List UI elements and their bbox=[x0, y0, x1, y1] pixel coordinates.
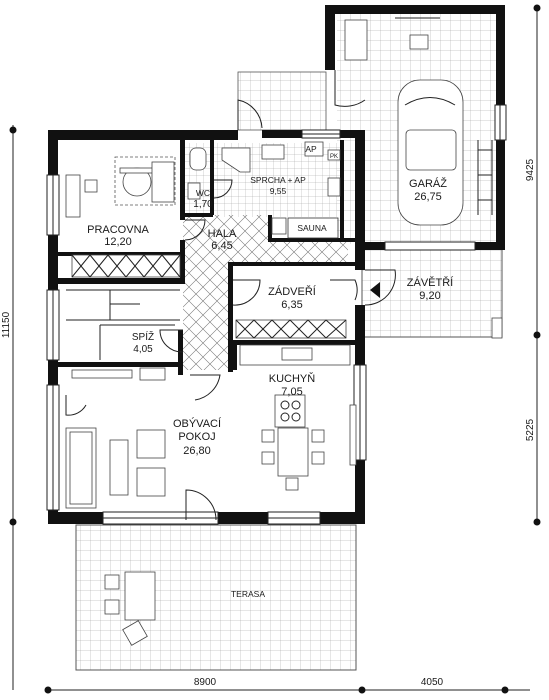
room-area-zavetri: 9,20 bbox=[419, 290, 440, 302]
dimension-right-lower: 5225 bbox=[525, 418, 536, 441]
room-area-wc: 1,70 bbox=[193, 199, 213, 210]
doors bbox=[65, 70, 396, 521]
porch-step bbox=[491, 317, 503, 339]
fixture-ap: AP bbox=[305, 144, 317, 154]
bathroom-fixtures bbox=[187, 141, 341, 239]
room-name-obyvaci-1: OBÝVACÍ bbox=[173, 417, 222, 430]
room-name-obyvaci-2: POKOJ bbox=[178, 431, 215, 443]
fixture-pk: PK bbox=[330, 154, 338, 160]
study-furniture bbox=[65, 156, 181, 278]
room-name-wc: WC bbox=[196, 188, 210, 198]
room-name-kuchyn: KUCHYŇ bbox=[269, 372, 316, 385]
terrace-furniture bbox=[104, 571, 156, 646]
room-name-zadveri: ZÁDVEŘÍ bbox=[268, 285, 317, 298]
room-name-spiz: SPÍŽ bbox=[132, 330, 154, 343]
room-area-pracovna: 12,20 bbox=[104, 236, 132, 248]
room-area-spiz: 4,05 bbox=[133, 344, 153, 355]
dimension-lines bbox=[9, 4, 541, 694]
staircase bbox=[66, 289, 180, 360]
porch-tiles bbox=[361, 244, 503, 338]
room-area-garaz: 26,75 bbox=[414, 191, 442, 203]
room-name-terasa: TERASA bbox=[231, 589, 265, 599]
room-name-sauna: SAUNA bbox=[297, 223, 327, 233]
room-name-pracovna: PRACOVNA bbox=[87, 224, 149, 236]
windows bbox=[46, 104, 507, 525]
dimension-left-total: 11150 bbox=[1, 311, 12, 338]
room-area-kuchyn: 7,05 bbox=[281, 386, 302, 398]
dimension-bottom-right: 4050 bbox=[421, 677, 444, 688]
hall-diagonal-floor bbox=[183, 215, 348, 370]
room-name-zavetri: ZÁVĚTŘÍ bbox=[407, 276, 454, 289]
entry-canopy-tiles bbox=[237, 71, 327, 131]
entry-wardrobe bbox=[235, 319, 347, 339]
room-name-sprcha: SPRCHA + AP bbox=[250, 175, 306, 185]
kitchen-furniture bbox=[239, 344, 357, 491]
garage-items bbox=[344, 17, 493, 226]
room-name-garaz: GARÁŽ bbox=[409, 177, 447, 190]
entrance-arrow bbox=[370, 282, 380, 298]
dimension-bottom-main: 8900 bbox=[194, 677, 217, 688]
room-area-hala: 6,45 bbox=[211, 240, 232, 252]
room-area-sprcha: 9,55 bbox=[270, 186, 287, 196]
living-furniture bbox=[65, 367, 166, 509]
room-area-zadveri: 6,35 bbox=[281, 299, 302, 311]
dimension-right-upper: 9425 bbox=[525, 158, 536, 181]
room-area-obyvaci: 26,80 bbox=[183, 445, 211, 457]
room-name-hala: HALA bbox=[208, 228, 237, 240]
terrace-tiles bbox=[75, 524, 357, 671]
